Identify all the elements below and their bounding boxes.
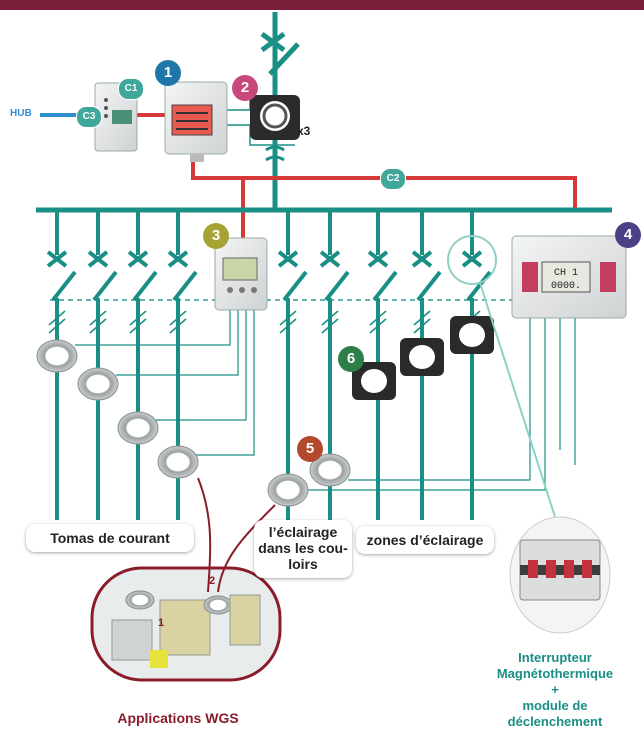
branch-1-line: [51, 270, 77, 302]
branch-2-line: [89, 310, 107, 326]
branch-3-line: [127, 250, 149, 268]
branch-4-line: [169, 318, 187, 334]
measurement-wire-1: [75, 310, 231, 346]
split-core-ct-group: [352, 316, 494, 400]
badge-c2: C2: [380, 168, 406, 190]
branch-lines: [46, 210, 576, 520]
branch-8-line: [411, 250, 433, 268]
eclairage-line3: loirs: [288, 556, 318, 572]
current-transformer-device: [250, 95, 300, 140]
eclairage-line1: l’éclairage: [268, 524, 338, 540]
inset-marker-1: 1: [158, 617, 165, 629]
wgs-link-b: [217, 504, 276, 593]
measurement-wire-5: [348, 318, 531, 481]
communication-module-device: [94, 82, 138, 152]
branch-6-line: [321, 318, 339, 334]
ct-wire-a: [225, 100, 251, 111]
badge-c1: C1: [118, 78, 144, 100]
breaker-line2: Magnétothermique: [496, 666, 614, 681]
branch-9-line: [461, 250, 483, 268]
branch-6-line: [319, 250, 341, 268]
branch-2-line: [92, 270, 118, 302]
branch-9-line: [466, 270, 492, 302]
badge-2: 2: [232, 75, 258, 101]
wgs-link-a: [197, 477, 212, 593]
measurement-wire-3: [156, 310, 247, 421]
main-feed-break: [265, 145, 285, 162]
badge-6: 6: [338, 346, 364, 372]
energy-meter-device: [164, 81, 228, 162]
badge-4: 4: [615, 222, 641, 248]
main-feed-switch: [268, 42, 300, 76]
branch-1-line: [48, 318, 66, 334]
measurement-wire-6: [308, 318, 546, 491]
zones-label-box: zones d’éclairage: [356, 526, 494, 554]
zones-label: zones d’éclairage: [366, 532, 484, 548]
tomas-label: Tomas de courant: [50, 530, 170, 546]
branch-8-line: [413, 310, 431, 326]
toroidal-ring-group: [36, 339, 351, 507]
branch-3-line: [129, 310, 147, 326]
branch-2-line: [89, 318, 107, 334]
header-bar: [0, 0, 644, 10]
branch-5-line: [279, 310, 297, 326]
badge-c3: C3: [76, 106, 102, 128]
display4-line1: CH 1: [554, 268, 578, 279]
branch-5-line: [279, 318, 297, 334]
display4-line2: 0000.: [551, 281, 581, 292]
branch-3-line: [132, 270, 158, 302]
branch-8-line: [416, 270, 442, 302]
measurement-wire-4: [196, 310, 255, 456]
branch-2-line: [87, 250, 109, 268]
measurement-wire-2: [116, 310, 239, 376]
branch-7-line: [369, 318, 387, 334]
x3-label: x3: [297, 124, 311, 138]
badge-5: 5: [297, 436, 323, 462]
branch-3-line: [129, 318, 147, 334]
branch-5-line: [282, 270, 308, 302]
branch-6-line: [324, 270, 350, 302]
branch-6-line: [321, 310, 339, 326]
tomas-label-box: Tomas de courant: [26, 524, 194, 552]
branch-7-line: [367, 250, 389, 268]
multichannel-relay-device: [511, 235, 627, 319]
hub-label: HUB: [10, 108, 32, 119]
branch-1-line: [48, 310, 66, 326]
breaker-line1: Interrupteur: [518, 650, 592, 665]
branch-4-line: [169, 310, 187, 326]
breaker-photo: [509, 516, 611, 634]
main-feed-cross-b: [260, 31, 286, 53]
wgs-inset: [90, 566, 282, 682]
ct-wire-b: [225, 124, 295, 146]
inset-marker-2: 2: [209, 575, 216, 587]
callout-line: [479, 282, 557, 521]
branch-4-line: [167, 250, 189, 268]
badge-1: 1: [155, 60, 181, 86]
eclairage-label-box: l’éclairage dans les cou- loirs: [254, 520, 352, 578]
callout-circle: [447, 235, 497, 285]
applications-caption: Applications WGS: [117, 710, 239, 726]
branch-5-line: [277, 250, 299, 268]
eclairage-line2: dans les cou-: [258, 540, 348, 556]
branch-7-line: [369, 310, 387, 326]
breaker-line4: module de: [522, 698, 588, 713]
branch-1-line: [46, 250, 68, 268]
branch-4-line: [172, 270, 198, 302]
breaker-line5: déclenchement: [507, 714, 603, 729]
breaker-line3: +: [551, 682, 559, 697]
breaker-caption: Interrupteur Magnétothermique + module d…: [470, 650, 640, 730]
branch-8-line: [413, 318, 431, 334]
differential-relay-device: [214, 237, 268, 311]
badge-3: 3: [203, 223, 229, 249]
branch-7-line: [372, 270, 398, 302]
